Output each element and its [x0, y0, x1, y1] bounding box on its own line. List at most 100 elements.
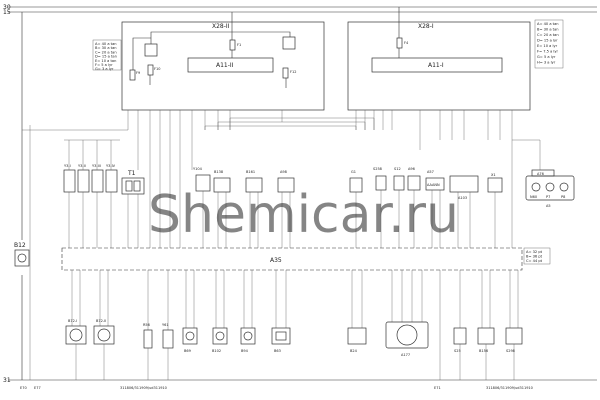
relay-a11-ii: [187, 57, 274, 73]
footer-right: 311806/311909/ud311910: [486, 386, 533, 390]
svg-text:G= 3 a lyr: G= 3 a lyr: [95, 67, 114, 71]
svg-text:G1: G1: [351, 170, 356, 174]
relay-a11-i-label: A11-I: [428, 62, 444, 69]
component-b72-i: B72-I: [65, 319, 87, 345]
harness-to-bottom: [71, 270, 519, 380]
component-b12: B12: [14, 242, 30, 267]
watermark: Shemicar.ru: [148, 185, 459, 245]
svg-text:B= 36 pt: B= 36 pt: [526, 255, 543, 259]
relay-left-2: [282, 36, 296, 50]
fuse-box-left-legend: A= 40 a tan B= 30 a tan C= 20 a tan D= 1…: [92, 39, 122, 71]
svg-text:C= 20 a tan: C= 20 a tan: [537, 33, 559, 37]
component-y3-ii: Y3-II: [77, 164, 90, 193]
fuse-f1: [229, 39, 236, 51]
ground-wires: [75, 344, 515, 380]
component-b102: B102: [212, 327, 228, 353]
component-y3-i: Y3-I: [63, 164, 76, 193]
fuse-f4-label: F4: [404, 41, 409, 45]
svg-text:T1: T1: [127, 170, 136, 177]
svg-text:A177: A177: [401, 353, 410, 357]
svg-text:F= 5 a lyr: F= 5 a lyr: [95, 63, 113, 67]
svg-text:G= 5 a lyr: G= 5 a lyr: [537, 55, 556, 59]
fuse-f1-label: F1: [237, 43, 241, 47]
svg-text:B102: B102: [212, 349, 221, 353]
component-b161: B161: [245, 170, 263, 193]
controller-a35: [61, 247, 523, 271]
relay-left-1: [144, 43, 158, 57]
svg-text:C= 44 pt: C= 44 pt: [526, 259, 543, 263]
fuse-box-right-code: X28-I: [418, 23, 434, 30]
svg-text:R56: R56: [143, 323, 150, 327]
svg-text:Y3-III: Y3-III: [92, 164, 101, 168]
svg-text:S25: S25: [454, 349, 461, 353]
svg-text:S298: S298: [506, 349, 515, 353]
fuse-f9-label: F9: [136, 71, 140, 75]
rail-label-15: 15: [3, 9, 11, 16]
rail-label-30: 30: [3, 4, 11, 11]
svg-text:B= 30 a tan: B= 30 a tan: [537, 28, 559, 32]
svg-text:B72-II: B72-II: [96, 319, 106, 323]
controller-a35-label: A35: [270, 257, 282, 264]
svg-text:A5: A5: [546, 204, 551, 208]
svg-text:B161: B161: [246, 170, 255, 174]
svg-text:B63: B63: [274, 349, 281, 353]
svg-text:S258: S258: [373, 167, 382, 171]
fuse-f10: [147, 64, 154, 76]
svg-text:A98: A98: [280, 170, 287, 174]
component-b72-ii: B72-II: [93, 319, 115, 345]
fuse-f10-label: F10: [154, 67, 160, 71]
svg-text:B138: B138: [214, 170, 223, 174]
component-b24: B24: [347, 327, 367, 353]
component-a103: A103: [449, 175, 479, 200]
rail-label-31: 31: [3, 377, 11, 384]
svg-text:X1: X1: [491, 173, 496, 177]
svg-text:A96: A96: [408, 167, 415, 171]
fuse-box-left-wires: [127, 110, 283, 170]
svg-text:B12: B12: [14, 242, 26, 249]
svg-text:Y3-I: Y3-I: [64, 164, 71, 168]
svg-text:F= 7.5 a lyr: F= 7.5 a lyr: [537, 50, 559, 54]
svg-text:Y61: Y61: [162, 323, 169, 327]
svg-text:C= 20 a tan: C= 20 a tan: [95, 50, 117, 54]
component-x1: X1: [487, 173, 503, 193]
ground-e71: E71: [434, 386, 441, 390]
svg-text:B72-I: B72-I: [68, 319, 77, 323]
component-b138: B138: [213, 170, 231, 193]
component-y61: Y61: [162, 323, 174, 349]
svg-text:B156: B156: [479, 349, 488, 353]
fuse-box-right-wires: [355, 110, 513, 150]
component-y3-iv: Y3-IV: [105, 164, 118, 193]
component-y3-iii: Y3-III: [91, 164, 104, 193]
svg-text:A76: A76: [537, 172, 544, 176]
svg-text:B= 30 a tan: B= 30 a tan: [95, 46, 117, 50]
fuse-f4: [396, 37, 403, 49]
fuse-box-left-code: X28-II: [212, 23, 230, 30]
component-a57: A57 AAANN: [425, 170, 445, 191]
fuse-box-left: [121, 21, 325, 111]
controller-side-legend: A= 32 pt B= 36 pt C= 44 pt: [523, 247, 551, 265]
svg-text:P7: P7: [546, 195, 550, 199]
relay-a11-ii-label: A11-II: [216, 62, 234, 69]
footer-left: 311806/311909/ud311910: [120, 386, 167, 390]
component-b94: B94: [240, 327, 256, 353]
svg-text:D= 15 a tan: D= 15 a tan: [95, 55, 117, 59]
svg-text:Y3-II: Y3-II: [78, 164, 86, 168]
component-a5: A76 N60 P7 P8 A5: [525, 169, 575, 208]
svg-text:A= 32 pt: A= 32 pt: [526, 250, 543, 254]
svg-text:B24: B24: [350, 349, 358, 353]
svg-text:A= 40 a tan: A= 40 a tan: [537, 22, 559, 26]
svg-text:H= 3 a lyr: H= 3 a lyr: [537, 61, 556, 65]
ground-e77: E77: [34, 386, 41, 390]
svg-text:B94: B94: [241, 349, 249, 353]
svg-text:A57: A57: [427, 170, 434, 174]
svg-text:AAANN: AAANN: [427, 183, 440, 187]
svg-text:P8: P8: [561, 195, 565, 199]
svg-text:B69: B69: [184, 349, 191, 353]
svg-text:N60: N60: [530, 195, 537, 199]
svg-text:S12: S12: [394, 167, 401, 171]
svg-text:A= 40 a tan: A= 40 a tan: [95, 42, 117, 46]
component-t1: T1: [121, 170, 145, 195]
component-r56: R56: [143, 323, 153, 349]
fuse-f12-label: F12: [290, 70, 296, 74]
